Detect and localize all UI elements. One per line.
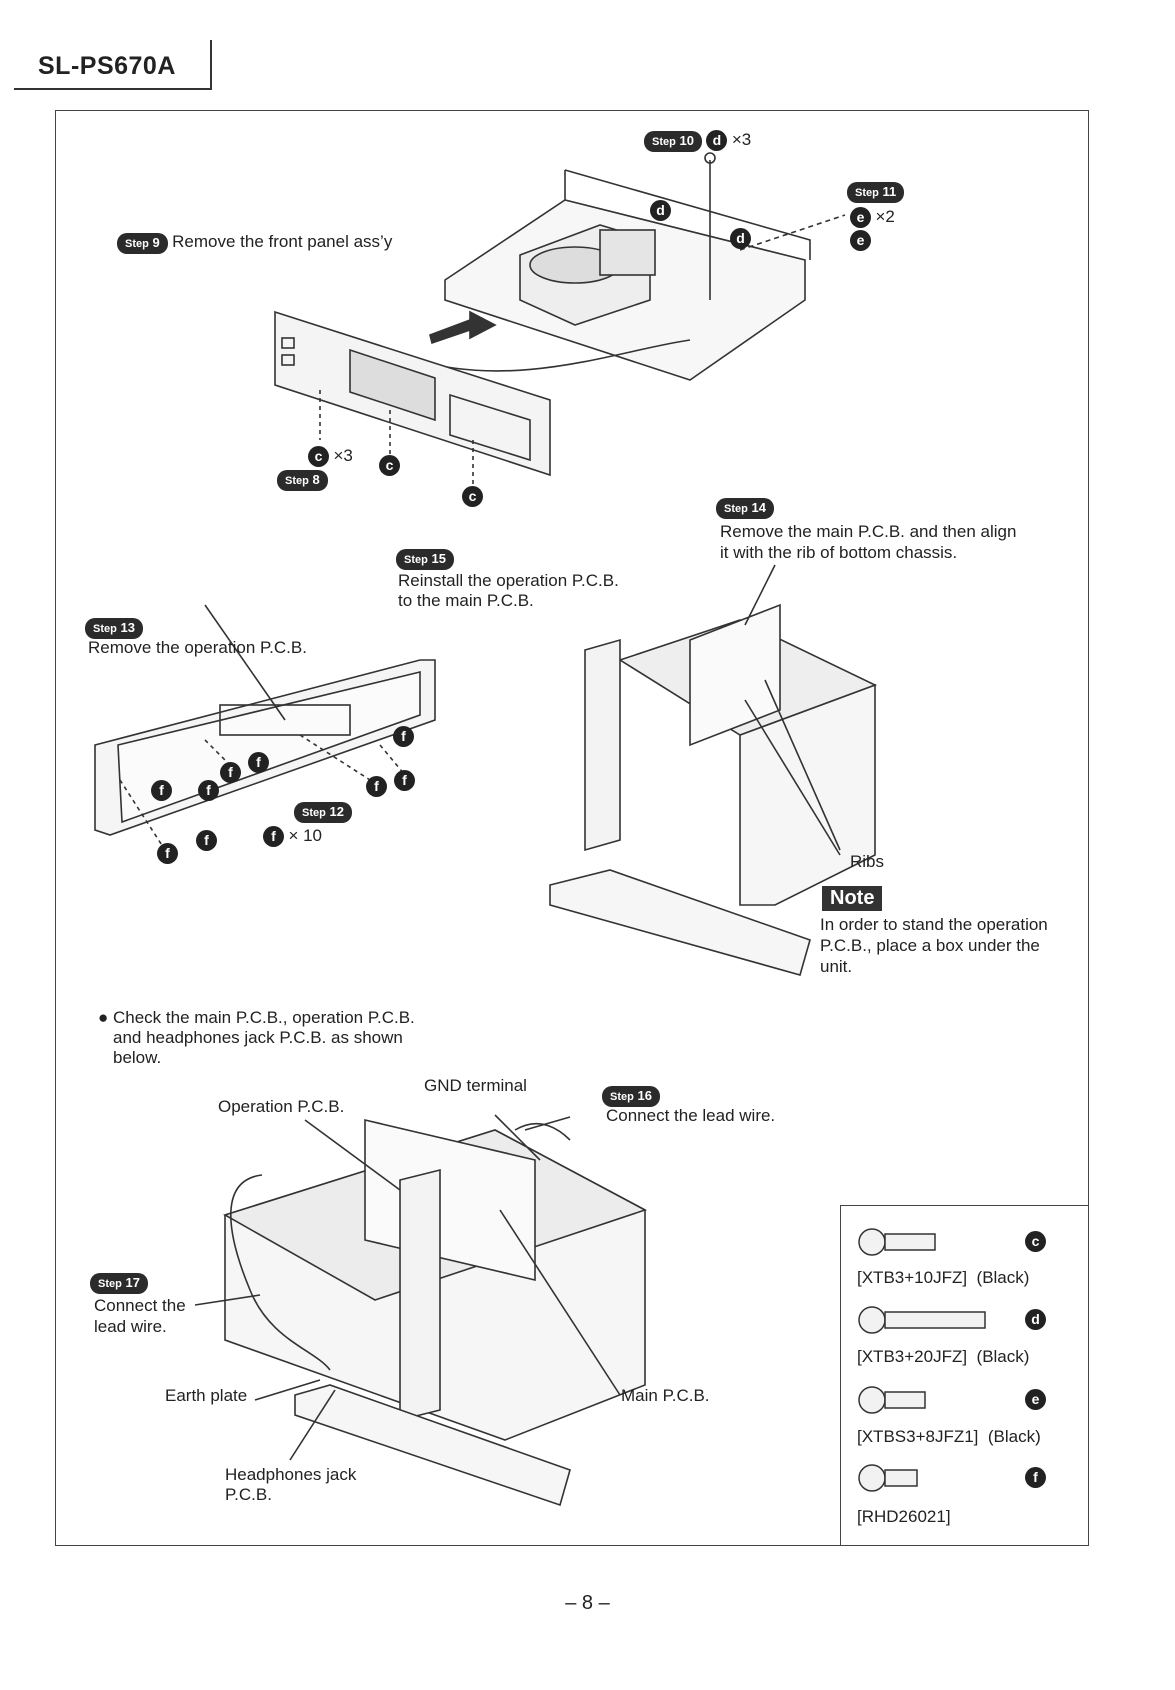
model-number: SL-PS670A [38, 52, 176, 80]
step13-text: Remove the operation P.C.B. [88, 638, 307, 657]
screw-d-icon: d [706, 130, 728, 151]
check-line3: below. [113, 1048, 162, 1067]
step10-badge: Step 10 [644, 131, 702, 152]
header-rule-vertical [210, 40, 212, 90]
step8-badge: Step 8 [277, 470, 328, 491]
step17-line2: lead wire. [94, 1317, 167, 1336]
operation-pcb-label: Operation P.C.B. [218, 1097, 345, 1116]
note-line1: In order to stand the operation [820, 915, 1048, 934]
screw-f-icon: f [248, 752, 269, 773]
step17-line1: Connect the [94, 1296, 186, 1315]
earth-plate-label: Earth plate [165, 1386, 248, 1405]
screw-f-icon: f [198, 780, 219, 801]
step9-text: Remove the front panel ass’y [172, 232, 393, 251]
chassis-drawing [414, 152, 846, 381]
main-pcb-stand-drawing [549, 564, 878, 976]
step15-line2: to the main P.C.B. [398, 591, 534, 610]
step11-qty: ×2 [875, 207, 895, 226]
legend-e-part: [XTBS3+8JFZ1] (Black) [857, 1427, 1041, 1446]
check-line1: ● Check the main P.C.B., operation P.C.B… [98, 1008, 415, 1027]
note-title: Note [822, 886, 883, 911]
step16-badge: Step 16 [602, 1086, 660, 1107]
legend-f-part: [RHD26021] [857, 1507, 951, 1526]
page-number: – 8 – [565, 1592, 610, 1614]
legend-screw-drawings [858, 1228, 986, 1492]
step12-qty: × 10 [288, 826, 323, 845]
screw-e-icon: e [850, 230, 871, 251]
screw-f-icon: f [220, 762, 241, 783]
headphones-line2: P.C.B. [225, 1485, 272, 1504]
step13-badge: Step 13 [85, 618, 143, 639]
step17-badge: Step 17 [90, 1273, 148, 1294]
step12-badge: Step 12 [294, 802, 352, 823]
front-panel-drawing [274, 310, 551, 485]
screw-f-icon: f [196, 830, 217, 851]
step16-text: Connect the lead wire. [606, 1106, 776, 1125]
step14-badge: Step 14 [716, 498, 774, 519]
diagram-frame [55, 110, 1089, 1546]
screw-f-icon: f [393, 726, 414, 747]
screw-c-icon: c [308, 446, 329, 467]
screw-e-icon: e [850, 207, 871, 228]
step8-qty: ×3 [333, 446, 353, 465]
legend-c-part: [XTB3+10JFZ] (Black) [857, 1268, 1030, 1287]
step12-qty-row: f × 10 [263, 826, 322, 847]
note-line2: P.C.B., place a box under the [820, 936, 1040, 955]
main-pcb-label: Main P.C.B. [621, 1386, 710, 1405]
step11-qty-row: e ×2 [850, 207, 895, 228]
step10-qty: ×3 [731, 130, 752, 149]
step8-qty-row: c ×3 [308, 446, 353, 467]
gnd-terminal-label: GND terminal [424, 1076, 527, 1095]
screw-c-icon: c [379, 455, 400, 476]
legend-c-icon: c [1025, 1231, 1046, 1252]
headphones-line1: Headphones jack [225, 1465, 357, 1484]
legend-d-part: [XTB3+20JFZ] (Black) [857, 1347, 1030, 1366]
screw-f-icon: f [394, 770, 415, 791]
operation-pcb-drawing [94, 604, 436, 851]
step9-callout: Step 9 Remove the front panel ass’y [117, 232, 392, 254]
step15-badge: Step 15 [396, 549, 454, 570]
screw-f-icon: f [151, 780, 172, 801]
legend-e-icon: e [1025, 1389, 1046, 1410]
step9-badge: Step 9 [117, 233, 168, 254]
check-line2: and headphones jack P.C.B. as shown [113, 1028, 403, 1047]
legend-d-icon: d [1025, 1309, 1046, 1330]
screw-f-icon: f [366, 776, 387, 797]
note-line3: unit. [820, 957, 853, 976]
step14-line2: it with the rib of bottom chassis. [720, 543, 958, 562]
step14-line1: Remove the main P.C.B. and then align [720, 522, 1017, 541]
step10-callout: Step 10 d ×3 [644, 130, 751, 152]
step11-badge: Step 11 [847, 182, 905, 203]
screw-legend-box [840, 1205, 1089, 1546]
screw-d-icon: d [730, 228, 751, 249]
ribs-label: Ribs [850, 852, 885, 871]
legend-f-icon: f [1025, 1467, 1046, 1488]
screw-c-icon: c [462, 486, 483, 507]
step15-line1: Reinstall the operation P.C.B. [398, 571, 619, 590]
bottom-assembly-drawing [194, 1114, 648, 1507]
screw-f-icon: f [263, 826, 284, 847]
header-rule [14, 88, 210, 90]
screw-f-icon: f [157, 843, 178, 864]
screw-d-icon: d [650, 200, 671, 221]
